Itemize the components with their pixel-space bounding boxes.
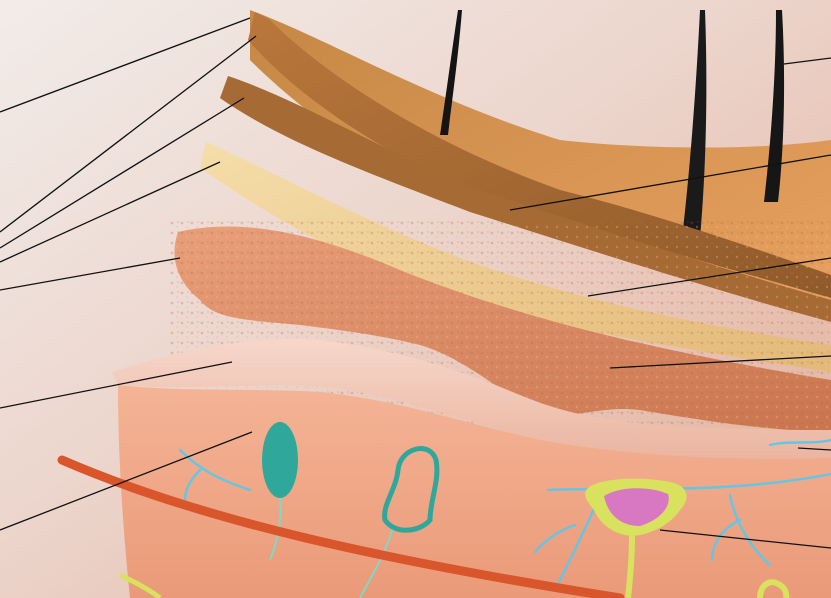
sensory-corpuscle: [262, 422, 298, 498]
